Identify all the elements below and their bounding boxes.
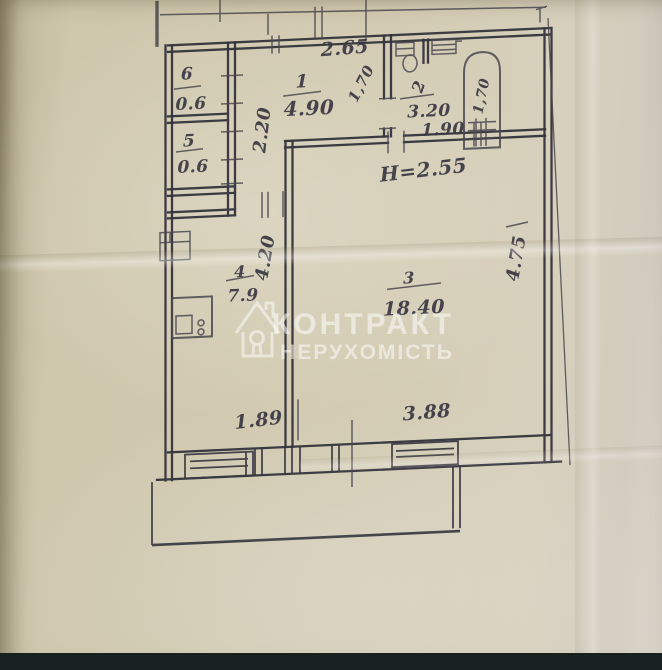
dim-balcony-left: 1.89	[234, 407, 284, 434]
wall-hatches-and-jambs	[221, 35, 482, 219]
room4-number: 4	[234, 262, 246, 282]
room-window-icon	[391, 440, 459, 469]
dimension-lines	[155, 0, 571, 466]
washbasin-icon	[431, 38, 457, 56]
room5-number: 5	[183, 131, 195, 152]
dim-hall-door: 1,70	[344, 62, 378, 105]
dim-corridor: 2.20	[249, 106, 276, 154]
labels: 2.65 6 0.6 5 0.6 2.20 1 4.90 1,70 2 3.20…	[173, 35, 531, 434]
kitchen-fixtures	[159, 230, 213, 340]
room2-extra-dim: 1.90	[421, 119, 464, 141]
room2-area: 3.20	[407, 101, 450, 123]
dim-top-width: 2.65	[319, 35, 369, 61]
dim-kitchen-depth: 4.20	[251, 234, 280, 282]
watermark-line2: НЕРУХОМІСТЬ	[280, 341, 454, 364]
floor-plan: 2.65 6 0.6 5 0.6 2.20 1 4.90 1,70 2 3.20…	[151, 0, 571, 547]
dim-room3-depth: 4.75	[502, 234, 531, 282]
watermark: КОНТРАКТ НЕРУХОМІСТЬ	[234, 300, 454, 364]
room1-area: 4.90	[284, 95, 335, 121]
screenshot-bottom-bar	[0, 653, 662, 670]
room3-number: 3	[403, 268, 415, 288]
dimension-ticks-bottom	[297, 399, 353, 488]
interior-walls	[166, 34, 547, 449]
room4-area: 7.9	[227, 285, 258, 306]
room1-number: 1	[295, 71, 308, 93]
room6-number: 6	[181, 64, 193, 85]
watermark-house-icon	[234, 300, 281, 358]
kitchen-window-icon	[184, 450, 254, 480]
bathtub-icon	[463, 51, 501, 150]
stove-icon	[171, 295, 213, 340]
kitchen-sink-icon	[159, 230, 191, 262]
room5-area: 0.6	[177, 157, 208, 178]
balcony-outline	[151, 466, 461, 547]
dim-balcony-right: 3.88	[402, 400, 451, 426]
dim-bathtub: 1,70	[470, 77, 493, 115]
room2-number: 2	[407, 78, 429, 96]
room3-area: 18.40	[383, 296, 445, 321]
watermark-line1: КОНТРАКТ	[272, 308, 454, 341]
room6-area: 0.6	[175, 94, 206, 115]
balcony-door-icon	[254, 446, 293, 476]
dim-ceiling-height: Н=2.55	[378, 153, 468, 187]
fraction-bars	[173, 85, 529, 291]
windows-and-balcony-door	[184, 440, 459, 480]
bathroom-fixtures	[395, 38, 501, 150]
toilet-bowl-icon	[402, 54, 418, 73]
